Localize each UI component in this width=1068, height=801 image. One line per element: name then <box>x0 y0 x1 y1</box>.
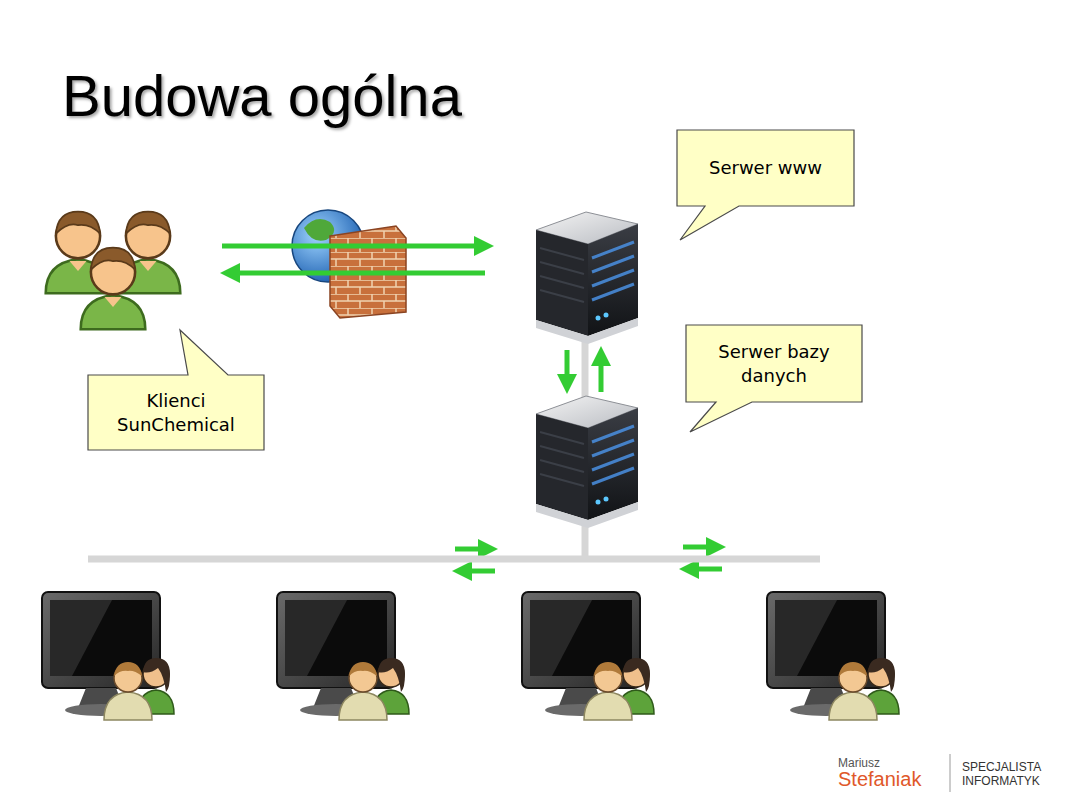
slide-title: Budowa ogólna <box>62 62 462 129</box>
internet-firewall-icon <box>292 210 406 318</box>
green-arrows <box>222 246 722 571</box>
callout-shape <box>686 325 862 402</box>
callout-text: Serwer bazy danych <box>704 340 844 387</box>
callout-text: Serwer www <box>709 156 822 179</box>
callout-outline <box>677 130 854 240</box>
callout-shape <box>88 375 264 450</box>
callout-box: Serwer www <box>677 130 854 206</box>
web-server-icon <box>536 212 638 344</box>
workstations <box>42 592 899 720</box>
logo-surname: Stefaniak <box>838 767 921 791</box>
logo-tagline: SPECJALISTA INFORMATYK <box>962 760 1058 789</box>
callout-text: Klienci SunChemical <box>106 389 246 436</box>
database-server-icon <box>536 396 638 528</box>
clients-icon <box>46 212 181 330</box>
logo-divider <box>950 754 951 792</box>
callout-outline <box>88 330 264 450</box>
callout-outline <box>686 325 862 432</box>
callout-box: Serwer bazy danych <box>686 325 862 402</box>
callout-box: Klienci SunChemical <box>88 375 264 450</box>
